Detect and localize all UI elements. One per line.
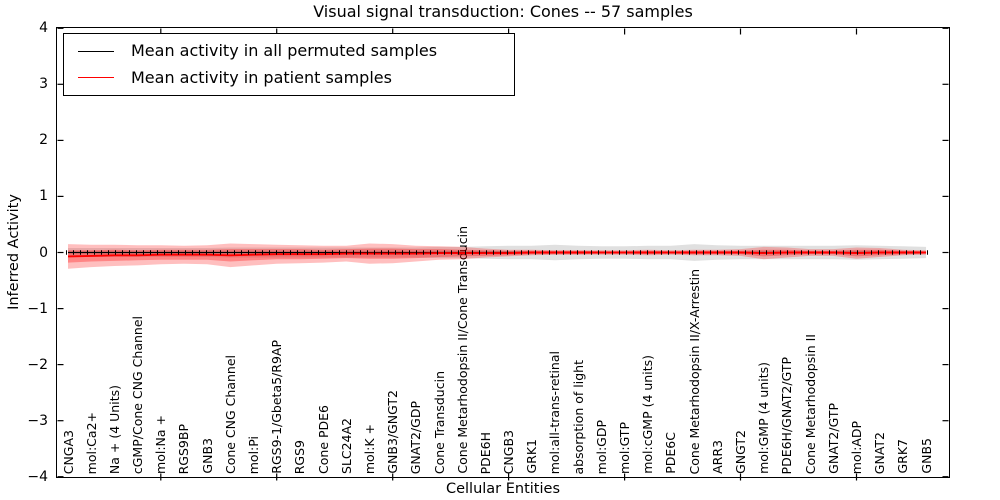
x-tick-label: Cone Metarhodopsin II/X-Arrestin bbox=[686, 268, 702, 474]
x-tick-label: CNGA3 bbox=[60, 429, 76, 474]
x-tick-label: cGMP/Cone CNG Channel bbox=[130, 315, 146, 474]
x-tick-label: CNGB3 bbox=[501, 429, 517, 474]
x-tick-label: PDE6H/GNAT2/GTP bbox=[779, 356, 795, 474]
y-tick-label: 3 bbox=[39, 76, 48, 93]
x-tick-label: mol:ADP bbox=[848, 420, 864, 474]
x-tick-label: Cone Metarhodopsin II bbox=[802, 333, 818, 474]
y-tick-label: −3 bbox=[27, 412, 48, 429]
x-tick-label: PDE6C bbox=[663, 432, 679, 474]
legend-entry-permuted: Mean activity in all permuted samples bbox=[78, 42, 514, 60]
x-tick-label: mol:GMP (4 units) bbox=[756, 362, 772, 474]
y-tick-label: 4 bbox=[39, 20, 48, 37]
legend: Mean activity in all permuted samples Me… bbox=[63, 33, 515, 96]
x-tick-label: GRK1 bbox=[524, 439, 540, 474]
patient-line-swatch bbox=[78, 77, 114, 79]
x-tick-label: GNB3 bbox=[199, 438, 215, 474]
x-tick-label: mol:Ca2+ bbox=[83, 411, 99, 474]
x-tick-label: Cone CNG Channel bbox=[222, 354, 238, 474]
x-tick-label: GRK7 bbox=[895, 439, 911, 474]
permuted-line-swatch bbox=[78, 50, 114, 52]
x-tick-label: mol:all-trans-retinal bbox=[547, 350, 563, 474]
y-tick-label: 0 bbox=[39, 244, 48, 261]
legend-label-patient: Mean activity in patient samples bbox=[131, 67, 392, 87]
y-tick-label: 2 bbox=[39, 132, 48, 149]
x-tick-label: Cone Transducin bbox=[431, 370, 447, 474]
x-tick-label: mol:GTP bbox=[617, 422, 633, 474]
x-tick-label: mol:GDP bbox=[593, 419, 609, 474]
x-tick-label: mol:cGMP (4 units) bbox=[640, 355, 656, 474]
x-tick-label: GNAT2 bbox=[872, 431, 888, 474]
chart-title: Visual signal transduction: Cones -- 57 … bbox=[313, 2, 693, 21]
y-tick-label: −1 bbox=[27, 300, 48, 317]
x-tick-label: SLC24A2 bbox=[338, 417, 354, 474]
x-tick-label: GNB3/GNGT2 bbox=[385, 390, 401, 474]
x-tick-label: mol:Na + bbox=[153, 415, 169, 474]
x-axis-label: Cellular Entities bbox=[445, 481, 561, 497]
x-tick-label: RGS9-1/Gbeta5/R9AP bbox=[269, 340, 285, 474]
y-tick-label: −4 bbox=[27, 468, 48, 485]
x-tick-label: Cone Metarhodopsin II/Cone Transducin bbox=[454, 226, 470, 474]
x-tick-label: GNB5 bbox=[918, 438, 934, 474]
x-tick-label: GNGT2 bbox=[733, 430, 748, 474]
x-tick-label: mol:Pi bbox=[246, 435, 262, 474]
x-tick-label: GNAT2/GTP bbox=[825, 403, 841, 474]
x-tick-label: GNAT2/GDP bbox=[408, 400, 424, 474]
x-tick-label: Na + (4 Units) bbox=[106, 384, 122, 474]
x-tick-label: Cone PDE6 bbox=[315, 405, 331, 474]
x-tick-label: mol:K + bbox=[361, 423, 377, 474]
x-tick-label: PDE6H bbox=[477, 431, 493, 474]
legend-entry-patient: Mean activity in patient samples bbox=[78, 67, 514, 87]
x-tick-label: RGS9BP bbox=[176, 423, 192, 474]
x-tick-label: absorption of light bbox=[570, 359, 586, 474]
x-tick-label: RGS9 bbox=[292, 439, 308, 474]
y-tick-label: 1 bbox=[39, 188, 48, 205]
legend-label-permuted: Mean activity in all permuted samples bbox=[131, 41, 438, 61]
x-tick-label: ARR3 bbox=[709, 440, 725, 474]
y-tick-label: −2 bbox=[27, 356, 48, 373]
